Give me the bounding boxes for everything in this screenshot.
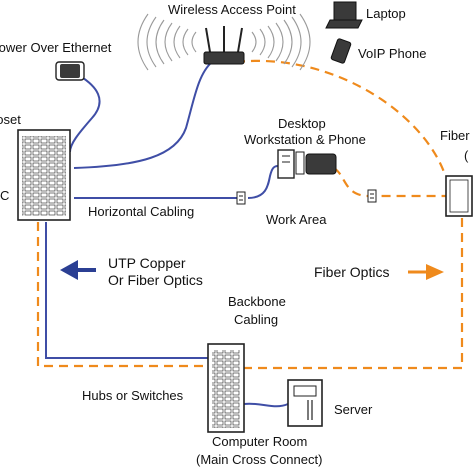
poe-cable — [69, 75, 101, 153]
wall-outlet-icon — [367, 189, 377, 203]
fiber-optics-label: Fiber Optics — [314, 264, 389, 280]
fiber-right-label-line1: Fiber — [440, 128, 470, 143]
fiber-enclosure-icon — [445, 175, 473, 217]
hub-switch-rack-icon — [207, 343, 245, 433]
backbone-label-line1: Backbone — [228, 294, 286, 309]
hub-to-server-cable — [243, 402, 289, 408]
outlet-to-desktop-cable — [247, 165, 279, 199]
utp-label-line2: Or Fiber Optics — [108, 272, 203, 288]
computer-room-label-line2: (Main Cross Connect) — [196, 452, 322, 467]
utp-label-line1: UTP Copper — [108, 255, 186, 271]
desktop-label-line1: Desktop — [278, 116, 326, 131]
fiber-cables — [36, 59, 464, 370]
backbone-right-cable — [244, 218, 464, 370]
telecom-closet-rack-icon — [17, 129, 71, 221]
ap-to-closet-cable — [73, 61, 213, 169]
voip-phone-label: VoIP Phone — [358, 46, 426, 61]
work-area-label: Work Area — [266, 212, 327, 227]
poe-injector-icon — [55, 61, 85, 81]
desktop-workstation-icon — [277, 149, 305, 179]
access-point-icon — [203, 26, 245, 65]
poe-label: Power Over Ethernet — [0, 40, 112, 55]
server-icon — [287, 379, 323, 427]
horizontal-cabling-label: Horizontal Cabling — [88, 204, 194, 219]
hubs-switches-label: Hubs or Switches — [82, 388, 184, 403]
desktop-label-line2: Workstation & Phone — [244, 132, 366, 147]
tc-label: TC — [0, 188, 9, 203]
phone-icon — [305, 153, 337, 175]
wifi-waves-icon — [137, 13, 311, 71]
backbone-left-cable — [45, 222, 208, 359]
voip-phone-icon — [330, 38, 352, 64]
backbone-closet-cable — [36, 222, 208, 368]
closet-label: Closet — [0, 112, 21, 127]
laptop-icon — [325, 1, 363, 29]
laptop-label: Laptop — [366, 6, 406, 21]
wall-outlet-icon — [236, 191, 246, 205]
wireless-ap-label: Wireless Access Point — [168, 2, 296, 17]
right-arrow-icon — [408, 264, 444, 280]
fiber-right-label-line2: ( — [464, 148, 469, 163]
desktop-to-fiber-cable — [333, 167, 446, 198]
ap-to-fiber-cable — [235, 59, 446, 173]
computer-room-label-line1: Computer Room — [212, 434, 307, 449]
backbone-label-line2: Cabling — [234, 312, 278, 327]
server-label: Server — [334, 402, 373, 417]
copper-cables — [45, 61, 289, 408]
left-arrow-icon — [60, 260, 96, 280]
